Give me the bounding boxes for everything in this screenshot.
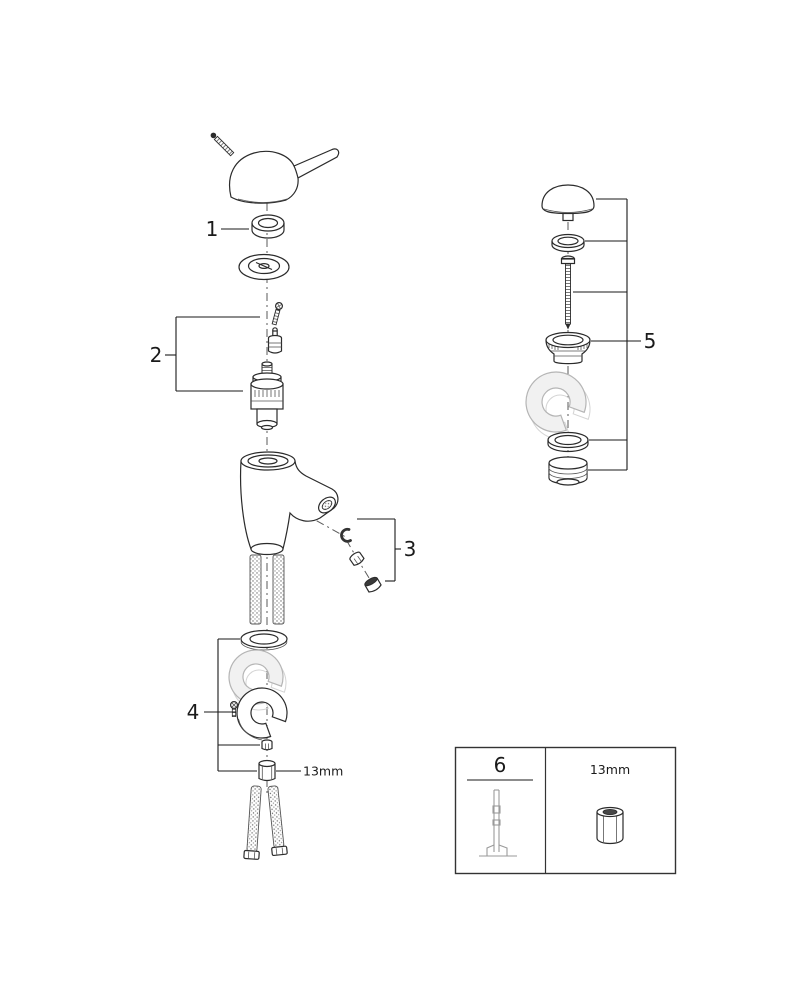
drain-screw: [560, 255, 576, 330]
cartridge-knurling: [254, 390, 280, 397]
handle-cap-ring: [251, 214, 285, 239]
handle-fixing-screw: [210, 132, 235, 157]
socket-nut: [596, 806, 624, 845]
callout-3-label: 3: [404, 537, 417, 561]
popup-plug-cap: [541, 184, 595, 222]
tool-box: 6 13mm: [454, 746, 677, 875]
bracket-screw: [230, 700, 239, 717]
hex-standoff: [258, 759, 276, 782]
retainer-clip: [340, 527, 352, 543]
valve-adapter: [267, 327, 283, 354]
callout-4-label: 4: [187, 700, 200, 724]
supply-hose-left: [243, 785, 262, 860]
socket-hex-hole: [602, 809, 618, 816]
mounting-bracket: [236, 687, 288, 741]
callout-5: 5: [573, 198, 657, 471]
tool-box-frame: [454, 746, 677, 875]
threaded-ring: [240, 629, 288, 651]
faucet-handle: [229, 148, 340, 204]
callout-3: 3: [357, 518, 417, 582]
drain-bottom-flange: [548, 456, 588, 486]
mounting-tool: [479, 789, 517, 857]
drain-ring-washer: [551, 233, 585, 253]
ceramic-cartridge: [250, 361, 284, 431]
callout-5-label: 5: [644, 329, 657, 353]
cartridge-dome-cap: [238, 253, 290, 281]
callout-1: 1: [206, 217, 249, 241]
callout-1-label: 1: [206, 217, 219, 241]
grub-screw: [271, 302, 284, 326]
mounting-studs: [249, 554, 285, 625]
hex-size-label: 13mm: [303, 764, 343, 779]
spout-outlet: [318, 496, 336, 514]
hex-size-callout: 13mm: [276, 764, 343, 779]
drain-seat-flange: [545, 331, 591, 365]
coupling-nut: [349, 551, 365, 566]
callout-2-label: 2: [150, 343, 163, 367]
square-nut: [261, 739, 273, 751]
callout-2: 2: [150, 316, 260, 392]
callout-6-label: 6: [494, 753, 507, 777]
drain-ring-nut: [547, 431, 589, 453]
supply-hose-right: [267, 785, 288, 857]
tool-nut-size-label: 13mm: [590, 762, 630, 777]
callout-4: 4: [187, 638, 260, 772]
end-plug: [364, 576, 382, 593]
part3-centerline: [300, 511, 375, 587]
ghost-drain-bracket: [525, 371, 591, 440]
faucet-body: [240, 451, 339, 556]
